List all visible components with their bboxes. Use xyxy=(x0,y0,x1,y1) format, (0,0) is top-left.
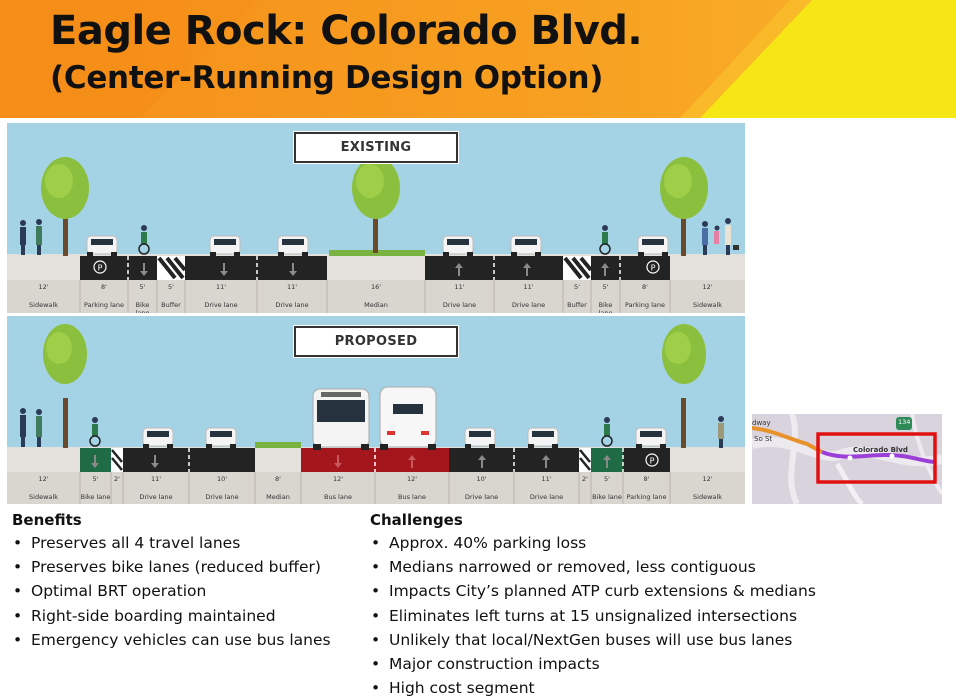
svg-text:P: P xyxy=(650,457,655,466)
challenges-section: Challenges Approx. 40% parking loss Medi… xyxy=(370,511,850,698)
list-item: Preserves bike lanes (reduced buffer) xyxy=(12,555,362,579)
cyclist-icon xyxy=(138,225,150,255)
cyclist-icon xyxy=(601,417,613,447)
car-icon xyxy=(510,235,542,257)
bus-icon xyxy=(312,388,370,450)
lane-label: 8'Median xyxy=(266,475,290,502)
list-item: Major construction impacts xyxy=(370,652,850,676)
lane-label: 10'Drive lane xyxy=(464,475,499,502)
list-item: Medians narrowed or removed, less contig… xyxy=(370,555,850,579)
list-item: High cost segment xyxy=(370,676,850,698)
lane-label: 10'Drive lane xyxy=(205,475,239,502)
list-item: Preserves all 4 travel lanes xyxy=(12,531,362,555)
challenges-list: Approx. 40% parking loss Medians narrowe… xyxy=(370,531,850,698)
list-item: Approx. 40% parking loss xyxy=(370,531,850,555)
benefits-list: Preserves all 4 travel lanes Preserves b… xyxy=(12,531,362,652)
existing-label: EXISTING xyxy=(293,131,459,164)
lane-label: 12'Sidewalk xyxy=(693,283,722,310)
cyclist-icon xyxy=(89,417,101,447)
list-item: Unlikely that local/NextGen buses will u… xyxy=(370,628,850,652)
lane-label: 11'Drive lane xyxy=(442,283,477,310)
car-icon xyxy=(205,427,237,449)
parking-icon: P xyxy=(93,260,107,274)
down-arrow-icon xyxy=(91,455,342,468)
highlight-box xyxy=(816,432,937,484)
lane-label: 5'Bike lane xyxy=(80,475,111,502)
map-street-label: Colorado Blvd xyxy=(853,446,908,454)
list-item: Right-side boarding maintained xyxy=(12,604,362,628)
svg-text:P: P xyxy=(651,264,656,273)
tree-icon xyxy=(662,324,706,448)
existing-cross-section: P P xyxy=(7,123,745,313)
up-arrow-icon xyxy=(455,263,609,276)
list-item: Emergency vehicles can use bus lanes xyxy=(12,628,362,652)
lane-label: 2' xyxy=(582,475,588,483)
map-graphic xyxy=(752,414,942,504)
car-icon xyxy=(86,235,118,257)
list-item: Eliminates left turns at 15 unsignalized… xyxy=(370,604,850,628)
challenges-heading: Challenges xyxy=(370,511,463,529)
proposed-label: PROPOSED xyxy=(293,325,459,358)
car-icon xyxy=(527,427,559,449)
car-icon xyxy=(209,235,241,257)
benefits-heading: Benefits xyxy=(12,511,82,529)
highway-number: 134 xyxy=(898,418,911,426)
lane-label: 11'Drive lane xyxy=(275,283,309,310)
lane-label: 5'Bike lane xyxy=(592,475,622,502)
lane-label: 12'Sidewalk xyxy=(29,475,58,502)
cyclist-icon xyxy=(599,225,611,255)
pedestrian-icon xyxy=(702,218,739,255)
up-arrow-icon xyxy=(408,455,611,468)
car-icon xyxy=(442,235,474,257)
lane-label: 12'Sidewalk xyxy=(29,283,58,310)
lane-label: 8'Parking lane xyxy=(83,283,125,310)
highway-shield-icon xyxy=(896,417,912,430)
existing-street-illustration: P P xyxy=(7,123,745,313)
proposed-cross-section: P xyxy=(7,316,745,504)
lane-label: 2' xyxy=(114,475,120,483)
tree-icon xyxy=(660,157,708,256)
benefits-section: Benefits Preserves all 4 travel lanes Pr… xyxy=(12,511,362,652)
list-item: Optimal BRT operation xyxy=(12,579,362,603)
lane-label: 12'Sidewalk xyxy=(693,475,722,502)
down-arrow-icon xyxy=(140,263,297,276)
location-map: dway So St 134 Colorado Blvd xyxy=(752,414,942,504)
car-icon xyxy=(277,235,309,257)
lane-label: 11'Drive lane xyxy=(204,283,238,310)
lane-label: 5'Bike lane xyxy=(135,283,150,313)
lane-label: 12'Bus lane xyxy=(398,475,426,502)
tree-icon xyxy=(43,324,87,448)
pedestrian-icon xyxy=(20,219,42,255)
lane-label: 12'Bus lane xyxy=(324,475,352,502)
list-item: Impacts City’s planned ATP curb extensio… xyxy=(370,579,850,603)
lane-label: 5'Buffer xyxy=(161,283,181,310)
lane-label: 11'Drive lane xyxy=(139,475,173,502)
svg-text:P: P xyxy=(98,264,103,273)
lane-label: 8'Parking lane xyxy=(624,283,666,310)
header-banner: Eagle Rock: Colorado Blvd. (Center-Runni… xyxy=(0,0,956,118)
lane-label: 5'Bike lane xyxy=(598,283,613,313)
lane-label: 8'Parking lane xyxy=(626,475,667,502)
lane-label: 11'Drive lane xyxy=(529,475,564,502)
lane-label: 5'Buffer xyxy=(567,283,587,310)
pedestrian-icon xyxy=(718,416,724,448)
tree-icon xyxy=(41,157,89,256)
banner-graphic xyxy=(0,0,956,118)
page-title: Eagle Rock: Colorado Blvd. xyxy=(50,8,643,54)
map-label: So St xyxy=(754,435,773,443)
pedestrian-icon xyxy=(20,408,42,447)
tree-icon xyxy=(352,157,400,253)
map-label: dway xyxy=(752,419,771,427)
parking-icon: P xyxy=(646,260,660,274)
lane-label: 16'Median xyxy=(364,283,388,310)
car-icon xyxy=(142,427,174,449)
page-subtitle: (Center-Running Design Option) xyxy=(50,60,604,96)
bus-icon xyxy=(379,386,437,450)
car-icon xyxy=(635,427,667,449)
lane-label: 11'Drive lane xyxy=(511,283,546,310)
parking-icon: P xyxy=(645,453,659,467)
car-icon xyxy=(464,427,496,449)
car-icon xyxy=(637,235,669,257)
